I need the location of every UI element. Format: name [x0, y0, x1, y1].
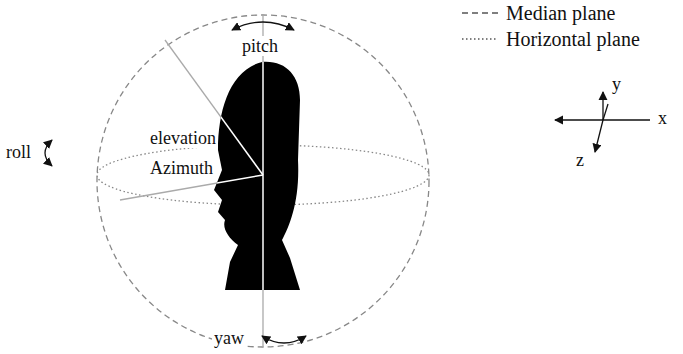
axis-label: x — [656, 108, 669, 128]
angle-label: elevation — [148, 128, 218, 148]
legend-text: Horizontal plane — [504, 28, 642, 50]
legend-text: Median plane — [504, 2, 617, 24]
median-plane — [97, 15, 429, 347]
rotation-label: pitch — [240, 36, 280, 56]
legend-sample-dashed — [462, 12, 498, 13]
reference-lines-on-head — [120, 15, 263, 347]
rotation-label: yaw — [212, 328, 246, 348]
rotation-arrows — [45, 22, 306, 343]
axis-label: y — [610, 74, 623, 94]
axis-label: z — [574, 150, 586, 170]
axis-symbol — [555, 92, 650, 152]
angle-label: Azimuth — [148, 158, 215, 178]
legend-sample-dotted — [462, 38, 498, 39]
rotation-label: roll — [4, 142, 33, 162]
